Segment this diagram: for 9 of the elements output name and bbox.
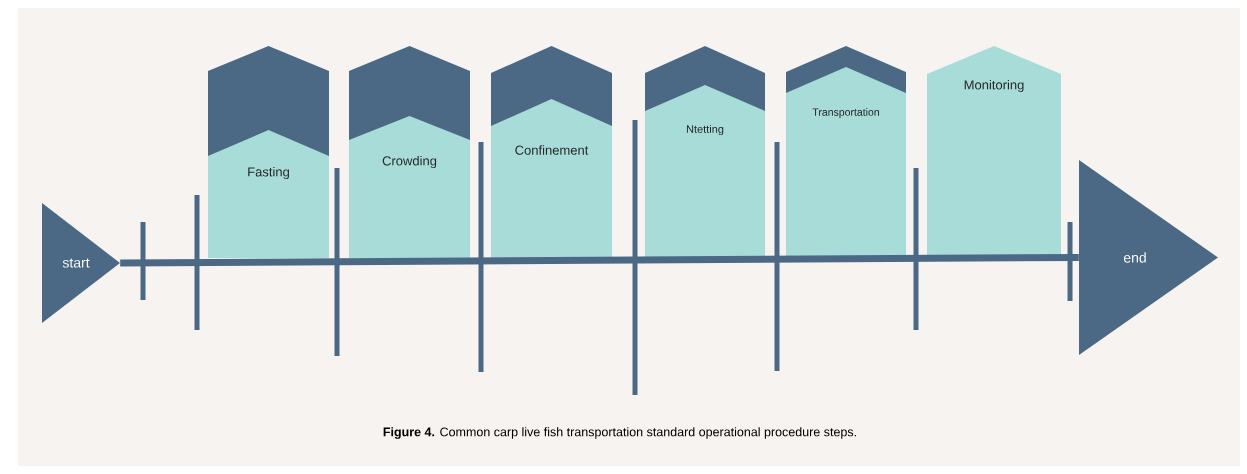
step-pentagon: Ntetting: [645, 46, 765, 258]
triangle-node: end: [1079, 160, 1218, 355]
step-pentagon: Fasting: [208, 46, 329, 258]
triangle-node: start: [42, 203, 120, 323]
step-pentagon: Confinement: [491, 46, 612, 258]
step-pentagon: Crowding: [349, 46, 470, 258]
step-pentagon: Monitoring: [927, 46, 1061, 258]
step-pentagon: Transportation: [786, 46, 906, 258]
figure-caption: Figure 4. Common carp live fish transportation standard operational procedure steps.: [383, 427, 856, 439]
